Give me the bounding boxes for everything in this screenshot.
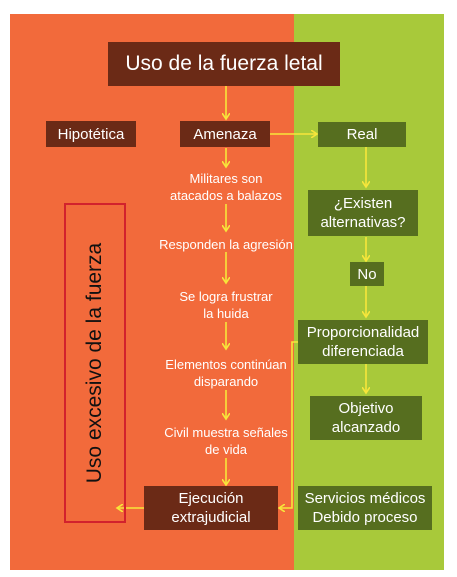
box-line: Ejecución — [178, 490, 244, 507]
step-militares-atacados: Militares son atacados a balazos — [150, 170, 302, 204]
step-line: Responden la agresión — [159, 237, 293, 252]
step-responden: Responden la agresión — [140, 236, 312, 253]
box-line: Proporcionalidad — [306, 324, 420, 341]
step-line: Civil muestra señales — [164, 425, 288, 440]
box-line: diferenciada — [322, 343, 404, 360]
step-continuan-disparando: Elementos continúan disparando — [150, 356, 302, 390]
hipotetica-box: Hipotética — [46, 121, 136, 147]
objetivo-alcanzado-box: Objetivo alcanzado — [310, 396, 422, 440]
alternativas-box: ¿Existen alternativas? — [308, 190, 418, 236]
box-line: alternativas? — [320, 214, 406, 231]
step-senales-vida: Civil muestra señales de vida — [146, 424, 306, 458]
real-box: Real — [318, 122, 406, 147]
diagram-title: Uso de la fuerza letal — [108, 42, 340, 86]
ejecucion-extrajudicial-box: Ejecución extrajudicial — [144, 486, 278, 530]
no-box: No — [350, 262, 384, 286]
box-line: alcanzado — [331, 419, 401, 436]
step-line: Militares son — [189, 171, 263, 186]
step-line: atacados a balazos — [169, 188, 283, 203]
proporcionalidad-box: Proporcionalidad diferenciada — [298, 320, 428, 364]
box-line: extrajudicial — [171, 509, 251, 526]
right-panel-background — [294, 14, 444, 570]
step-line: de vida — [205, 442, 247, 457]
amenaza-box: Amenaza — [180, 121, 270, 147]
arrow-proporcionalidad-to-ejecucion — [280, 341, 300, 508]
box-line: Objetivo — [338, 400, 394, 417]
uso-excesivo-label: Uso excesivo de la fuerza — [83, 242, 106, 484]
step-line: la huida — [203, 306, 249, 321]
step-line: Elementos continúan — [165, 357, 287, 372]
servicios-medicos-box: Servicios médicos Debido proceso — [298, 486, 432, 530]
step-line: Se logra frustrar — [179, 289, 273, 304]
left-panel-background — [10, 14, 294, 570]
uso-excesivo-frame: Uso excesivo de la fuerza — [64, 203, 126, 523]
box-line: Debido proceso — [312, 509, 418, 526]
box-line: Servicios médicos — [304, 490, 426, 507]
step-line: disparando — [193, 374, 259, 389]
box-line: ¿Existen — [333, 195, 393, 212]
step-frustrar-huida: Se logra frustrar la huida — [150, 288, 302, 322]
